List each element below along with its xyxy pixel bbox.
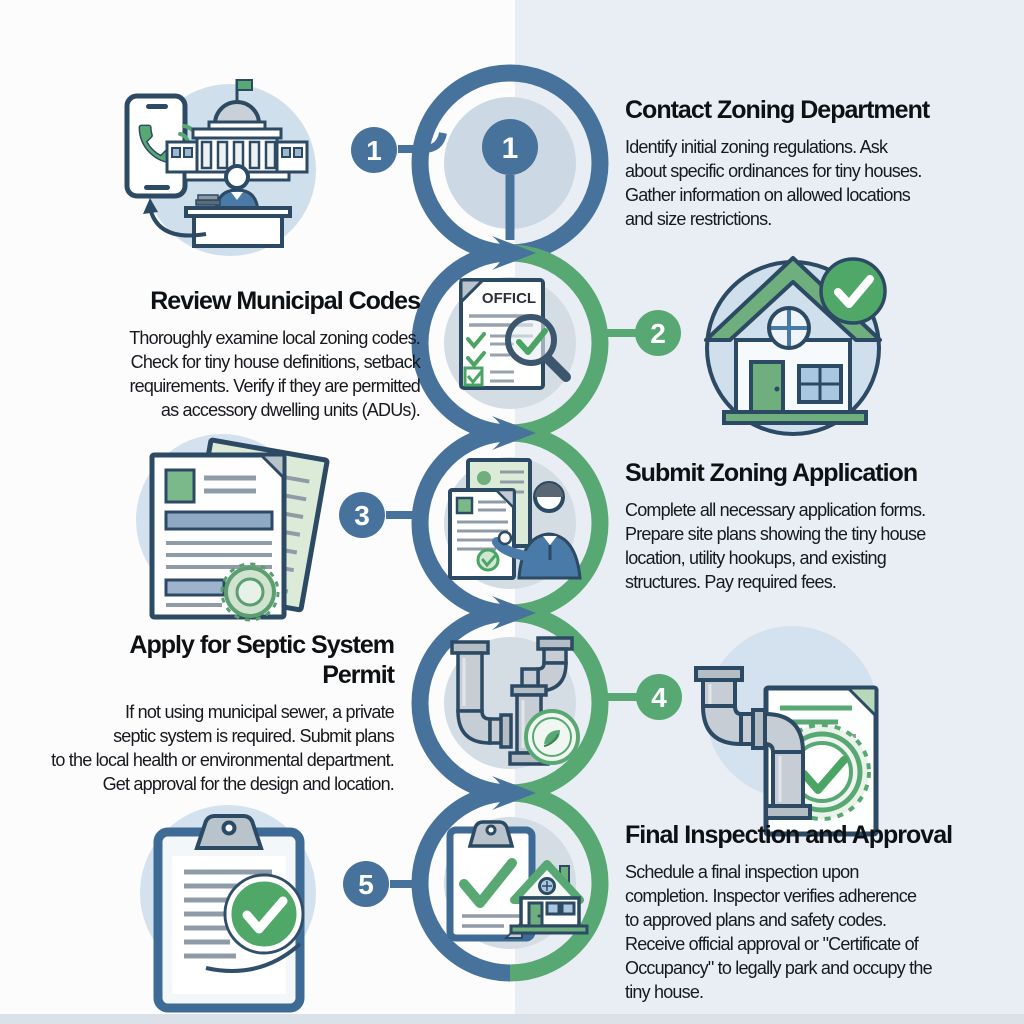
house-icon [509, 860, 589, 935]
step-3-description: Complete all necessary application forms… [625, 500, 926, 592]
step-5-marker [343, 861, 389, 907]
step-2-text: Review Municipal Codes Thoroughly examin… [8, 286, 421, 422]
step-5-description: Schedule a final inspection upon complet… [625, 862, 933, 1002]
arrow-right-icon [492, 596, 536, 630]
application-forms-person-icon [448, 458, 582, 580]
step-1-number-node: 1 [482, 119, 538, 240]
septic-pipes-stamp-icon [450, 636, 580, 766]
flow-arrows [492, 236, 536, 810]
step-4-title: Apply for Septic System Permit [129, 631, 395, 689]
step-1-marker-number: 1 [366, 135, 382, 166]
inspection-clipboard-house-icon [446, 820, 589, 942]
official-document-magnifier-icon: OFFICL [459, 278, 571, 390]
arrow-right-icon [492, 236, 536, 270]
pipe-elbow-icon [694, 666, 812, 820]
step-4-marker-number: 4 [651, 682, 667, 713]
check-icon [466, 351, 486, 369]
step-4-marker [636, 674, 682, 720]
step-3-ring [411, 424, 511, 622]
step-4-ring [411, 604, 511, 802]
step-1-text: Contact Zoning Department Identify initi… [625, 95, 1020, 231]
step-2-description: Thoroughly examine local zoning codes. C… [129, 328, 421, 420]
step-5-text: Final Inspection and Approval Schedule a… [625, 820, 1020, 1004]
folded-corner [459, 278, 487, 306]
step-4-description: If not using municipal sewer, a private … [51, 702, 395, 794]
curved-arrow-icon [148, 207, 207, 238]
front-form [448, 488, 516, 580]
door [749, 360, 785, 414]
step-markers: 1 2 3 4 5 [339, 127, 682, 907]
pipes-icon [450, 636, 574, 766]
government-building-icon [165, 79, 309, 182]
arrow-right-icon [492, 776, 536, 810]
person-icon [492, 481, 582, 580]
step-3-marker-number: 3 [354, 500, 370, 531]
step-5-title: Final Inspection and Approval [625, 821, 953, 849]
front-sheet [149, 452, 287, 622]
clipboard-approved-icon [140, 805, 316, 1013]
checkbox-icon [463, 366, 484, 387]
document-title: OFFICL [482, 290, 536, 307]
documents-stack-icon [136, 434, 330, 622]
background-bottom-strip [0, 1014, 1024, 1024]
step-3-text: Submit Zoning Application Complete all n… [625, 458, 1020, 594]
step-2-title: Review Municipal Codes [150, 287, 421, 315]
contact-department-icon [124, 79, 316, 256]
folded-corner [257, 453, 286, 482]
clerk-at-desk-icon [184, 164, 292, 248]
step-5-marker-number: 5 [358, 869, 374, 900]
clipboard-icon [446, 820, 536, 942]
step-2-ring [411, 244, 511, 442]
check-icon [459, 858, 517, 908]
step-2-marker-number: 2 [650, 318, 666, 349]
step-1-description: Identify initial zoning regulations. Ask… [625, 137, 922, 229]
check-icon [466, 332, 486, 350]
step-1-node-number: 1 [502, 132, 519, 165]
step-3-title: Submit Zoning Application [625, 459, 918, 487]
check-seal-icon [476, 548, 500, 572]
check-badge-icon [819, 257, 887, 325]
step-1-title: Contact Zoning Department [625, 96, 930, 124]
magnifier-icon [505, 314, 571, 382]
pipes-approved-document-icon [694, 626, 879, 837]
approval-stamp-icon [524, 709, 580, 765]
check-badge-icon [223, 873, 305, 955]
marker-connector [398, 132, 447, 153]
flag-icon [236, 79, 253, 91]
step-1-marker [351, 127, 397, 173]
step-3-marker [339, 492, 385, 538]
approved-house-icon [704, 256, 887, 436]
step-4-text: Apply for Septic System Permit If not us… [0, 630, 395, 796]
step-2-marker [635, 310, 681, 356]
arrow-right-icon [492, 416, 536, 450]
